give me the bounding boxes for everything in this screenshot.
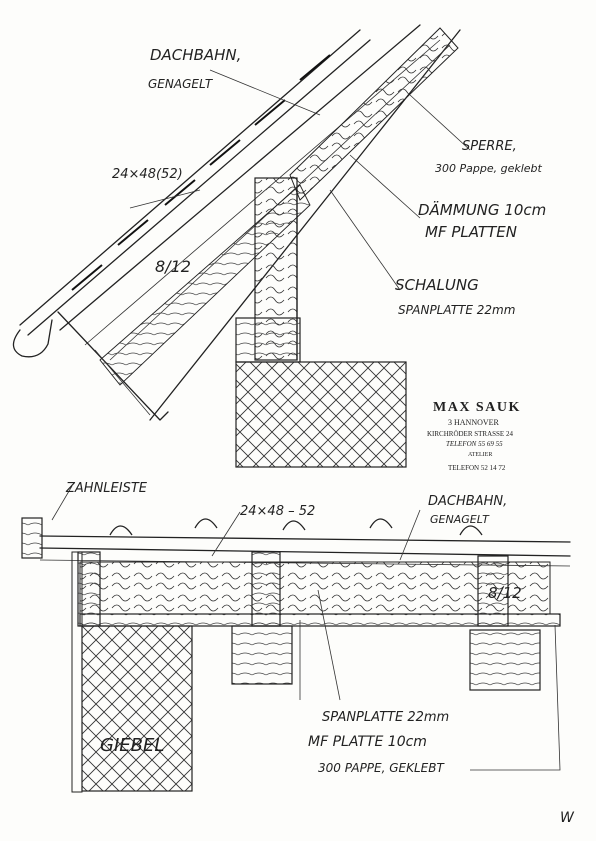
stamp-city: 3 HANNOVER	[448, 418, 500, 427]
roofing-membrane-line	[19, 29, 361, 326]
zahnleiste-block	[21, 517, 43, 559]
stamp-atelier-phone: TELEFON 52 14 72	[448, 464, 506, 472]
label-rafter-size-top: 8/12	[155, 257, 191, 276]
stamp-name: MAX SAUK	[433, 400, 521, 415]
top-section-eaves-detail	[12, 24, 471, 468]
label-dachbahn-bottom-1: DACHBAHN,	[428, 494, 507, 509]
label-rafter-size-bottom: 8/12	[488, 584, 522, 602]
rafter-section-2	[251, 551, 281, 627]
gutter	[12, 319, 53, 358]
label-giebel: GIEBEL	[100, 735, 164, 756]
wall-plate	[235, 317, 301, 363]
masonry-wall-top	[235, 361, 407, 468]
label-batten-size-bottom: 24×48 – 52	[240, 504, 315, 519]
beam-left	[231, 625, 293, 685]
label-schalung-2: SPANPLATTE 22mm	[398, 303, 515, 317]
label-schalung-1: SCHALUNG	[395, 276, 479, 294]
rafter-section-3	[477, 555, 509, 627]
roof-tiles	[109, 518, 483, 536]
stamp-street: KIRCHRÖDER STRASSE 24	[427, 430, 513, 438]
roof-membrane-line	[39, 535, 571, 543]
label-daemmung-2: MF PLATTEN	[425, 223, 517, 241]
bottom-section-gable-detail	[21, 485, 571, 793]
label-zahnleiste: ZAHNLEISTE	[65, 481, 148, 496]
stamp-atelier: ATELIER	[468, 452, 492, 458]
label-dachbahn-top-2: GENAGELT	[148, 77, 214, 91]
label-dachbahn-bottom-2: GENAGELT	[430, 513, 490, 526]
label-sperre-2: 300 Pappe, geklebt	[435, 162, 543, 175]
label-sperre-1: SPERRE,	[462, 139, 517, 154]
roof-battens	[71, 54, 331, 291]
label-daemmung-1: DÄMMUNG 10cm	[418, 200, 546, 219]
label-batten-size-top: 24×48(52)	[112, 167, 183, 182]
signature-mark: W	[560, 810, 575, 826]
gable-wall	[81, 625, 193, 792]
rafter-section-1	[77, 551, 101, 627]
label-dachbahn-top-1: DACHBAHN,	[150, 46, 241, 64]
gable-wall-edge	[71, 551, 83, 793]
batten-line	[27, 39, 371, 336]
rafter-top-line	[59, 24, 421, 331]
label-pappe-bottom: 300 PAPPE, GEKLEBT	[318, 761, 446, 775]
label-mf-platte-bottom: MF PLATTE 10cm	[308, 734, 427, 750]
beam-right	[469, 629, 541, 691]
stamp-phone: TELEFON 55 69 55	[446, 440, 503, 448]
architect-stamp: MAX SAUK 3 HANNOVER KIRCHRÖDER STRASSE 2…	[427, 400, 521, 472]
label-spanplatte-bottom: SPANPLATTE 22mm	[322, 710, 449, 725]
